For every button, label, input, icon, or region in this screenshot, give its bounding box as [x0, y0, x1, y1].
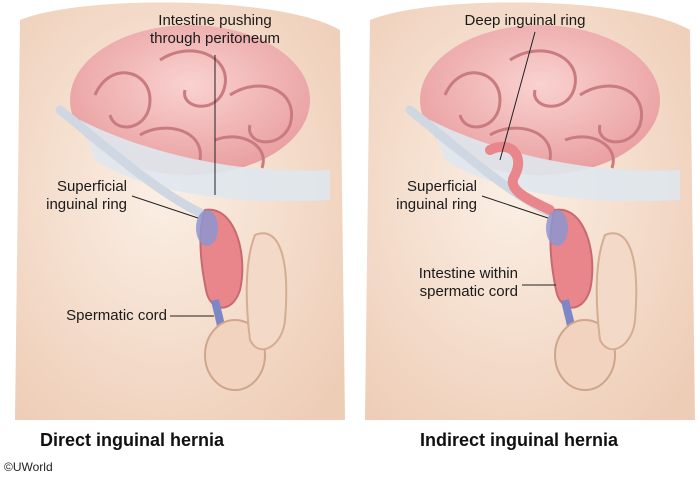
- leader-ring: [481, 195, 549, 219]
- caption-direct: Direct inguinal hernia: [40, 430, 225, 450]
- label-deep-ring: Deep inguinal ring: [464, 12, 586, 29]
- deep-inguinal-ring: [485, 141, 555, 215]
- superficial-ring: [546, 210, 568, 246]
- label-line: Intestine pushing: [158, 12, 272, 29]
- caption-indirect: Indirect inguinal hernia: [420, 430, 619, 450]
- label-spermatic-cord: Spermatic cord: [66, 307, 167, 324]
- intestine-loops: [70, 25, 310, 175]
- superficial-ring: [196, 210, 218, 246]
- label-line: inguinal ring: [396, 196, 477, 213]
- indirect-hernia-panel: Deep inguinal ring Superficial inguinal …: [350, 0, 700, 450]
- label-superficial-ring: Superficial inguinal ring: [372, 178, 477, 214]
- direct-hernia-panel: Intestine pushing through peritoneum Sup…: [0, 0, 350, 450]
- leader-ring: [131, 195, 199, 219]
- direct-hernia-illustration: [15, 2, 345, 420]
- label-line: through peritoneum: [149, 30, 281, 47]
- label-line: spermatic cord: [419, 283, 518, 300]
- copyright: ©UWorld: [4, 460, 53, 474]
- penis: [245, 232, 288, 351]
- leader-deep-ring: [499, 31, 536, 161]
- label-intestine-pushing: Intestine pushing through peritoneum: [140, 12, 290, 48]
- label-line: Intestine within: [418, 265, 518, 282]
- label-line: inguinal ring: [46, 196, 127, 213]
- label-line: Superficial: [56, 178, 127, 195]
- penis: [595, 232, 638, 351]
- inguinal-ligament: [55, 105, 210, 220]
- label-line: Superficial: [406, 178, 477, 195]
- label-superficial-ring: Superficial inguinal ring: [22, 178, 127, 214]
- label-intestine-within: Intestine within spermatic cord: [390, 265, 518, 301]
- intestine-loops: [420, 25, 660, 175]
- indirect-hernia-illustration: [365, 2, 695, 420]
